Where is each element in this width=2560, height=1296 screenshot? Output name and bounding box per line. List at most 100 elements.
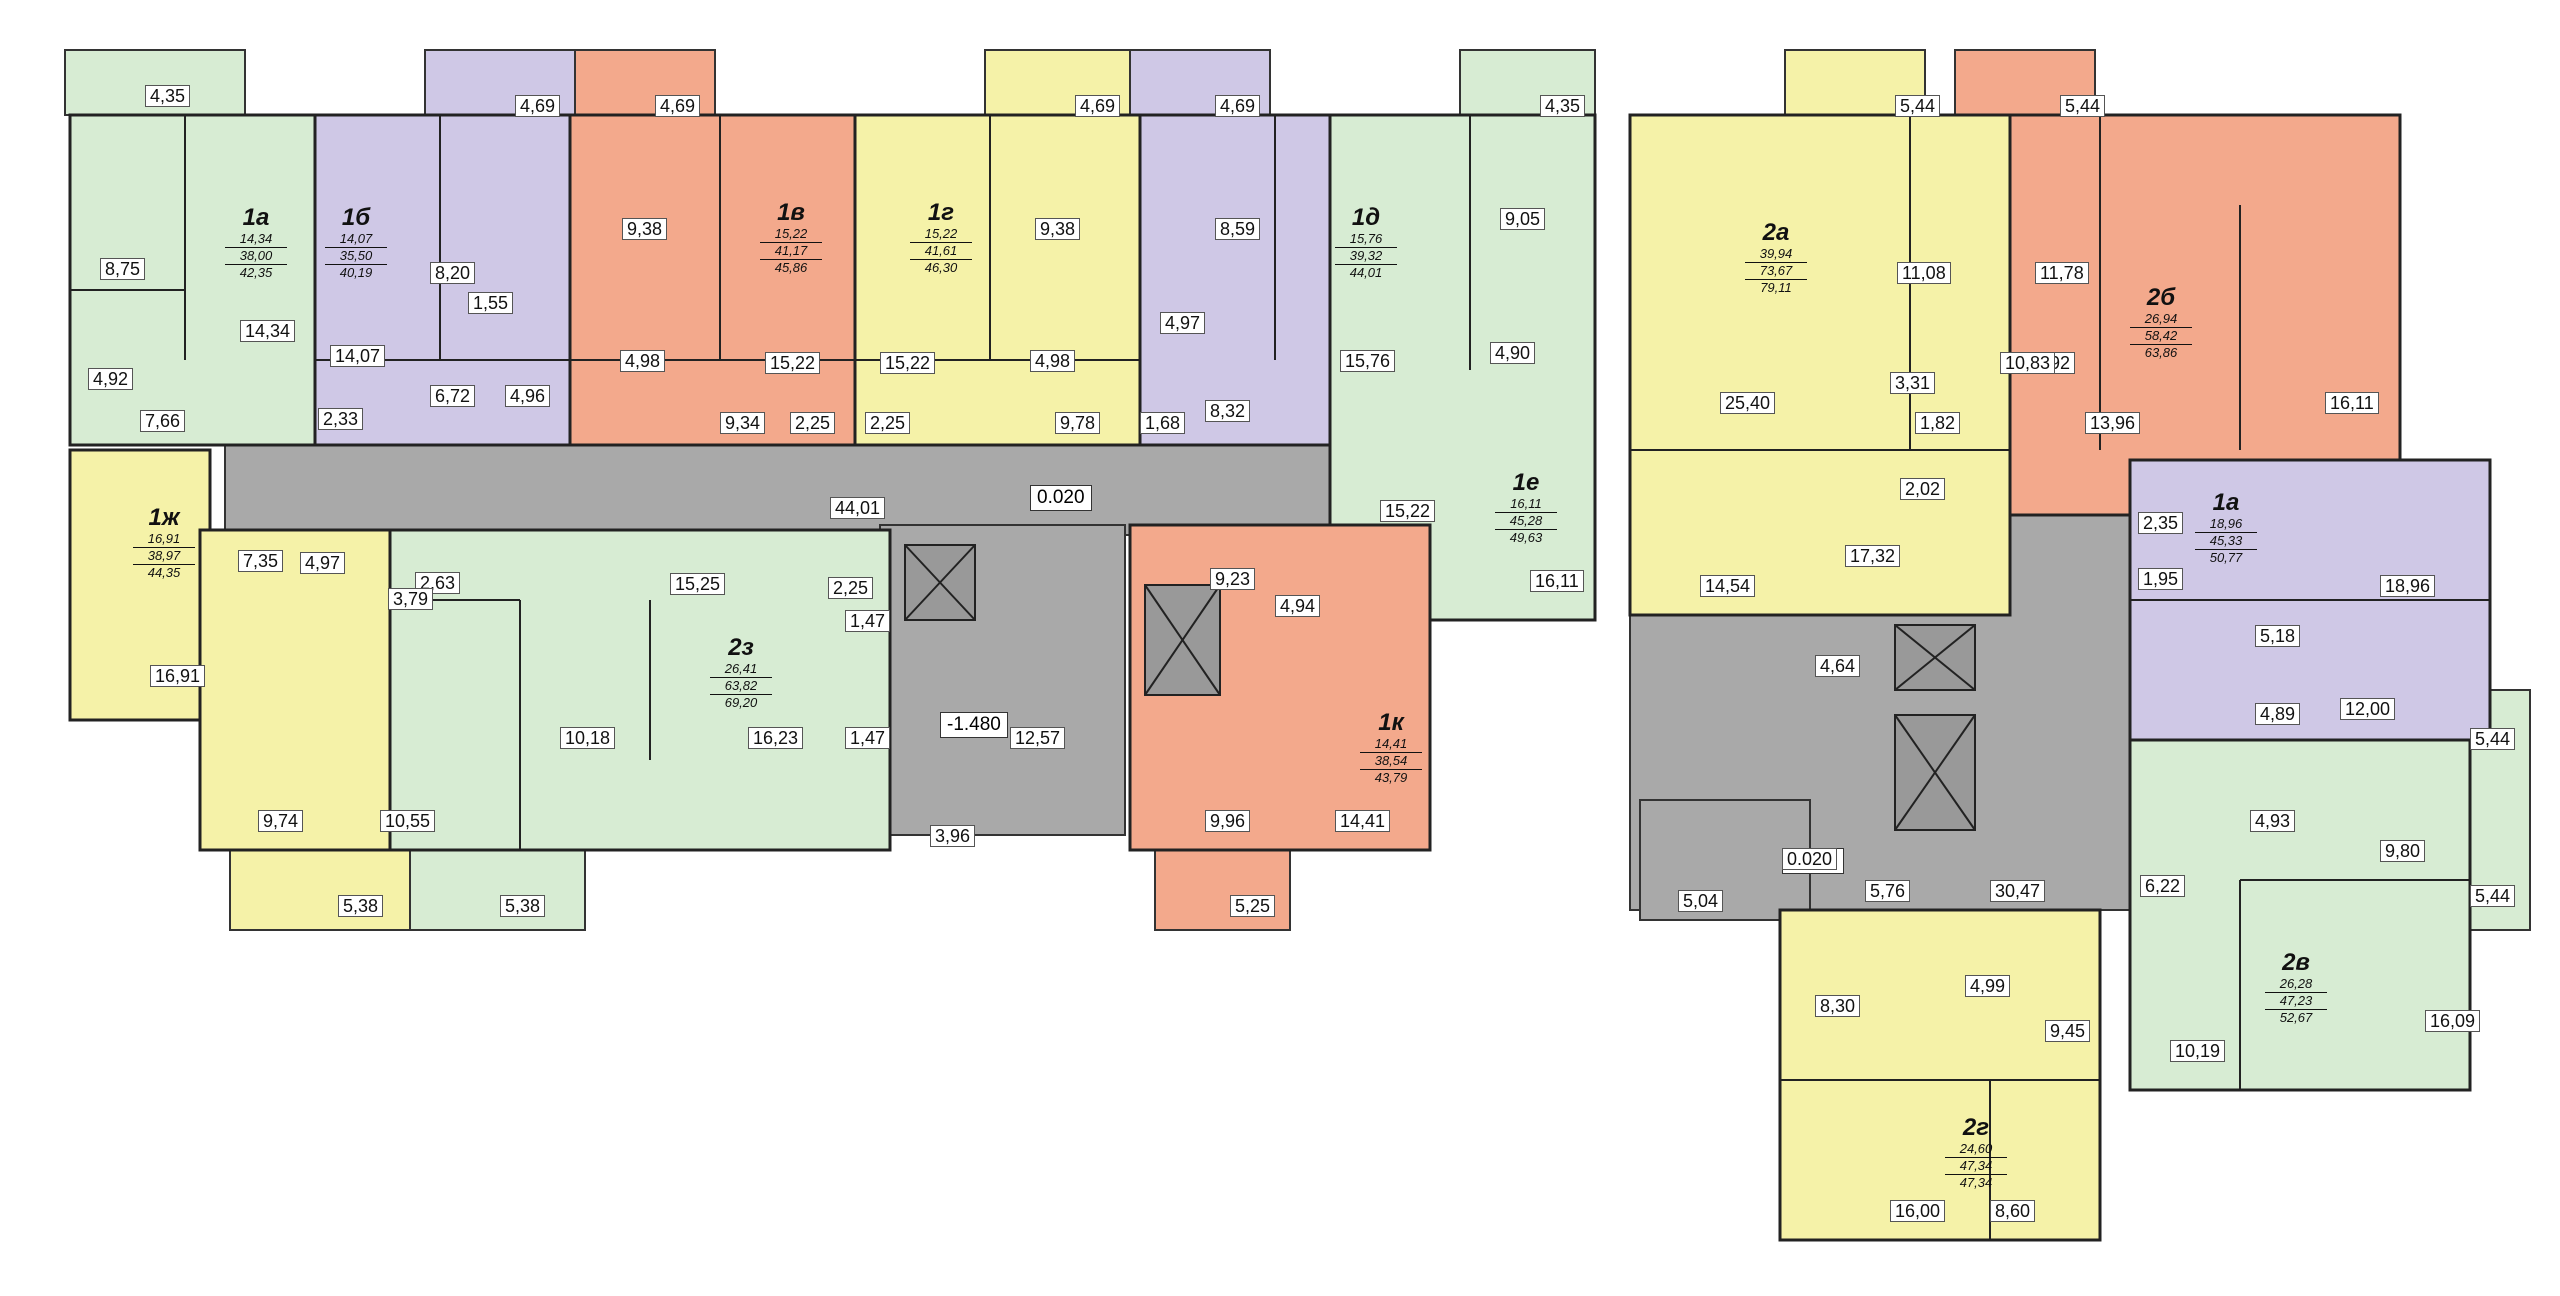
room-area: 14,34 bbox=[240, 320, 296, 342]
room-area: 4,97 bbox=[300, 552, 346, 574]
room-area: 14,54 bbox=[1700, 575, 1756, 597]
room-area: 10,55 bbox=[380, 810, 436, 832]
room-area: 1,82 bbox=[1915, 412, 1961, 434]
apartment-code: 2а bbox=[1762, 219, 1790, 246]
apartment-code: 1в bbox=[777, 199, 805, 226]
room-area: 16,23 bbox=[748, 727, 804, 749]
apartment-code: 1е bbox=[1512, 469, 1540, 496]
room-area: 11,78 bbox=[2035, 262, 2089, 284]
apartment-code: 1а bbox=[2212, 489, 2240, 516]
apartment-area: 52,67 bbox=[2279, 1010, 2313, 1025]
room-area: 5,76 bbox=[1865, 880, 1911, 902]
room-area: 15,25 bbox=[670, 573, 726, 595]
room-area: 2,33 bbox=[318, 408, 364, 430]
room-area: 4,94 bbox=[1275, 595, 1321, 617]
partitions bbox=[70, 115, 2490, 1240]
room-area: 44,01 bbox=[830, 497, 886, 519]
apartment-area: 38,54 bbox=[1360, 753, 1422, 770]
room-area: 10,19 bbox=[2170, 1040, 2226, 1062]
apartment-area: 24,60 bbox=[1945, 1141, 2007, 1158]
apartment-area: 26,28 bbox=[2265, 976, 2327, 993]
room-area: 0.020 bbox=[1782, 848, 1838, 870]
level-mark-stair: -1.480 bbox=[940, 712, 1008, 738]
room-area: 8,60 bbox=[1990, 1200, 2036, 1222]
room-area: 5,04 bbox=[1678, 890, 1724, 912]
room-area: 4,69 bbox=[655, 95, 701, 117]
apartment-area: 35,50 bbox=[325, 248, 387, 265]
room-area: 1,47 bbox=[845, 610, 891, 632]
room-area: 9,38 bbox=[1035, 218, 1081, 240]
apartment-code: 1б bbox=[341, 204, 371, 231]
room-area: 15,76 bbox=[1340, 350, 1396, 372]
room-area: 6,22 bbox=[2140, 875, 2186, 897]
apartments bbox=[68, 113, 2492, 1242]
room-area: 4,93 bbox=[2250, 810, 2296, 832]
room-area: 9,23 bbox=[1210, 568, 1256, 590]
apartment-code: 1ж bbox=[148, 504, 180, 531]
room-area: 12,00 bbox=[2340, 698, 2396, 720]
apartment-area: 50,77 bbox=[2209, 550, 2243, 565]
room-area: 12,57 bbox=[1010, 727, 1066, 749]
room-area: 2,25 bbox=[790, 412, 836, 434]
room-area: 4,69 bbox=[1075, 95, 1121, 117]
room-area: 3,31 bbox=[1890, 372, 1936, 394]
room-area: 4,35 bbox=[1540, 95, 1586, 117]
room-area: 4,98 bbox=[1030, 350, 1076, 372]
room-area: 8,32 bbox=[1205, 400, 1251, 422]
apartment-area: 14,41 bbox=[1360, 736, 1422, 753]
apartment-area: 45,33 bbox=[2195, 533, 2257, 550]
room-area: 9,05 bbox=[1500, 208, 1546, 230]
room-area: 4,69 bbox=[515, 95, 561, 117]
room-area: 5,25 bbox=[1230, 895, 1276, 917]
apartment-code: 1д bbox=[1351, 204, 1381, 231]
room-area: 9,34 bbox=[720, 412, 766, 434]
apartment-area: 69,20 bbox=[724, 695, 758, 710]
room-area: 9,78 bbox=[1055, 412, 1101, 434]
room-area: 1,68 bbox=[1140, 412, 1186, 434]
room-area: 2,25 bbox=[865, 412, 911, 434]
room-area: 5,44 bbox=[2470, 728, 2516, 750]
apartment-area: 15,22 bbox=[910, 226, 972, 243]
room-area: 16,91 bbox=[150, 665, 206, 687]
room-area: 7,66 bbox=[140, 410, 186, 432]
room-area: 14,41 bbox=[1335, 810, 1391, 832]
apartment-area: 47,34 bbox=[1945, 1158, 2007, 1175]
room-area: 9,74 bbox=[258, 810, 304, 832]
room-area: 15,22 bbox=[765, 352, 821, 374]
apartment-code: 2з bbox=[728, 634, 754, 661]
apartment-area: 63,86 bbox=[2144, 345, 2178, 360]
room-area: 10,18 bbox=[560, 727, 616, 749]
apartment-area: 47,23 bbox=[2265, 993, 2327, 1010]
room-area: 8,75 bbox=[100, 258, 146, 280]
apartment-code: 1а bbox=[242, 204, 270, 231]
room-area: 11,08 bbox=[1897, 262, 1951, 284]
apartment-area: 38,00 bbox=[225, 248, 287, 265]
room-area: 16,11 bbox=[1530, 570, 1584, 592]
room-area: 25,40 bbox=[1720, 392, 1776, 414]
apartment-area: 45,28 bbox=[1495, 513, 1557, 530]
apartment-code: 1г bbox=[927, 199, 955, 226]
room-area: 4,96 bbox=[505, 385, 551, 407]
room-area: 16,11 bbox=[2325, 392, 2379, 414]
room-area: 4,92 bbox=[88, 368, 134, 390]
apartment-area: 41,61 bbox=[910, 243, 972, 260]
apartment-code: 2б bbox=[2146, 284, 2176, 311]
apartment-code: 2в bbox=[2282, 949, 2310, 976]
room-area: 8,59 bbox=[1215, 218, 1261, 240]
room-area: 18,96 bbox=[2380, 575, 2436, 597]
room-area: 5,44 bbox=[1895, 95, 1941, 117]
apartment-area: 39,32 bbox=[1335, 248, 1397, 265]
apartment-area: 16,91 bbox=[133, 531, 195, 548]
apartment-area: 44,35 bbox=[147, 565, 181, 580]
apartment-area: 63,82 bbox=[710, 678, 772, 695]
